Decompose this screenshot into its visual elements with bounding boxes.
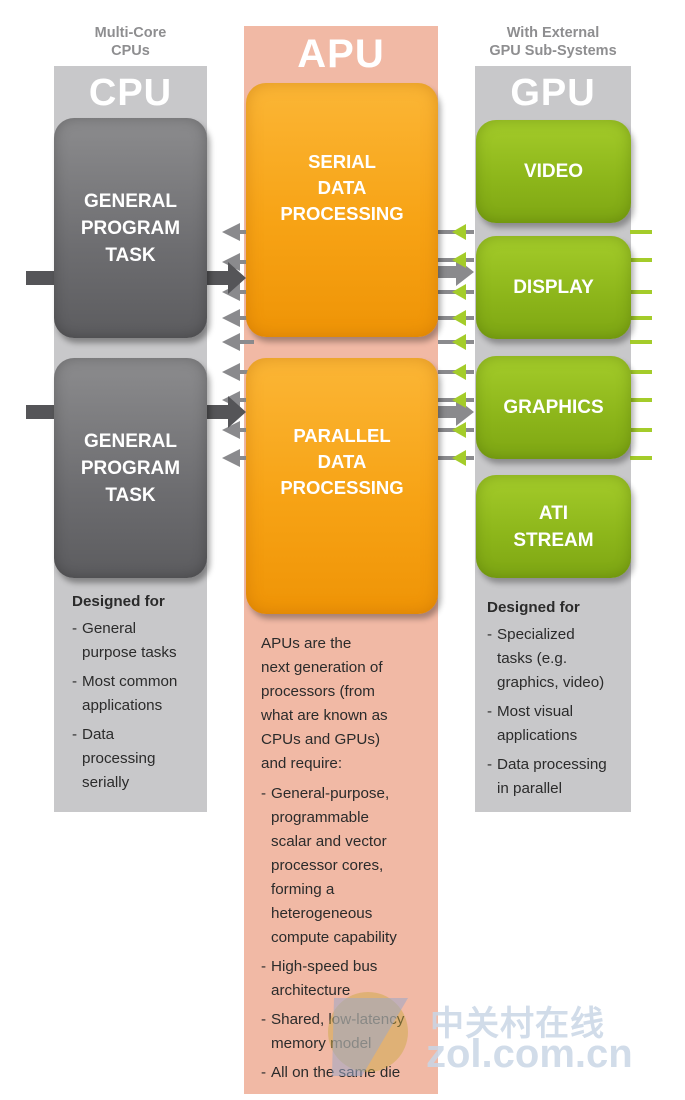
left-arrowhead-icon (452, 450, 466, 466)
watermark-en: ZOL.COM.CN (426, 1032, 633, 1076)
gpu-designed-heading: Designed for (487, 599, 580, 616)
left-arrowhead-icon (222, 363, 240, 381)
left-arrowhead-icon (452, 224, 466, 240)
gpu-stream-box: ATI STREAM (476, 475, 631, 578)
right-arrowhead-icon (228, 262, 246, 294)
gpu-graphics-label: GRAPHICS (503, 397, 604, 418)
right-arrowhead-icon (228, 396, 246, 428)
left-arrowhead-icon (452, 252, 466, 268)
right-arrowhead-icon (456, 398, 474, 426)
cpu-caption: Multi-Core CPUs (94, 25, 167, 59)
gpu-caption: With External GPU Sub-Systems (489, 25, 617, 59)
cpu-designed-for: Designed for General purpose tasks Most … (72, 590, 204, 795)
cpu-task-box: GENERAL PROGRAM TASK (54, 118, 207, 338)
list-item: Data processing serially (72, 723, 204, 795)
apu-serial-box: SERIAL DATA PROCESSING (246, 83, 438, 337)
cpu-task-label: GENERAL PROGRAM TASK (80, 190, 181, 266)
list-item: General purpose tasks (72, 617, 204, 665)
left-arrowhead-icon (222, 223, 240, 241)
left-arrowhead-icon (452, 422, 466, 438)
gpu-designed-for: Designed for Specialized tasks (e.g. gra… (487, 596, 629, 801)
apu-parallel-label: PARALLEL DATA PROCESSING (280, 425, 404, 498)
gpu-video-label: VIDEO (523, 161, 584, 182)
cpu-task-box: GENERAL PROGRAM TASK (54, 358, 207, 578)
apu-intro: APUs are the next generation of processo… (261, 635, 388, 772)
left-arrowhead-icon (222, 283, 240, 301)
left-arrowhead-icon (222, 449, 240, 467)
apu-title: APU (297, 32, 385, 76)
left-arrowhead-icon (222, 421, 240, 439)
cpu-designed-heading: Designed for (72, 593, 165, 610)
watermark-cn: 中关村在线 (430, 1005, 605, 1043)
left-arrowhead-icon (222, 333, 240, 351)
left-arrowhead-icon (222, 309, 240, 327)
gpu-display-label: DISPLAY (513, 277, 594, 298)
left-arrowhead-icon (452, 310, 466, 326)
right-arrowhead-icon (456, 258, 474, 286)
gpu-video-box: VIDEO (476, 120, 631, 223)
zol-logo-icon (312, 980, 422, 1080)
gpu-display-box: DISPLAY (476, 236, 631, 339)
gpu-title: GPU (510, 72, 596, 114)
apu-parallel-box: PARALLEL DATA PROCESSING (246, 358, 438, 614)
left-arrowhead-icon (452, 392, 466, 408)
left-arrowhead-icon (452, 364, 466, 380)
list-item: Most common applications (72, 670, 204, 718)
cpu-task-label: GENERAL PROGRAM TASK (80, 430, 181, 506)
left-arrowhead-icon (452, 284, 466, 300)
apu-serial-label: SERIAL DATA PROCESSING (280, 151, 404, 224)
gpu-graphics-box: GRAPHICS (476, 356, 631, 459)
cpu-title: CPU (88, 72, 173, 114)
left-arrowhead-icon (222, 253, 240, 271)
list-item: Data processing in parallel (487, 753, 629, 801)
list-item: Most visual applications (487, 700, 629, 748)
left-arrowhead-icon (452, 334, 466, 350)
list-item: General-purpose, programmable scalar and… (261, 782, 433, 950)
gpu-stream-label: ATI STREAM (513, 502, 594, 551)
list-item: High-speed bus architecture (261, 955, 433, 1003)
list-item: Specialized tasks (e.g. graphics, video) (487, 623, 629, 695)
